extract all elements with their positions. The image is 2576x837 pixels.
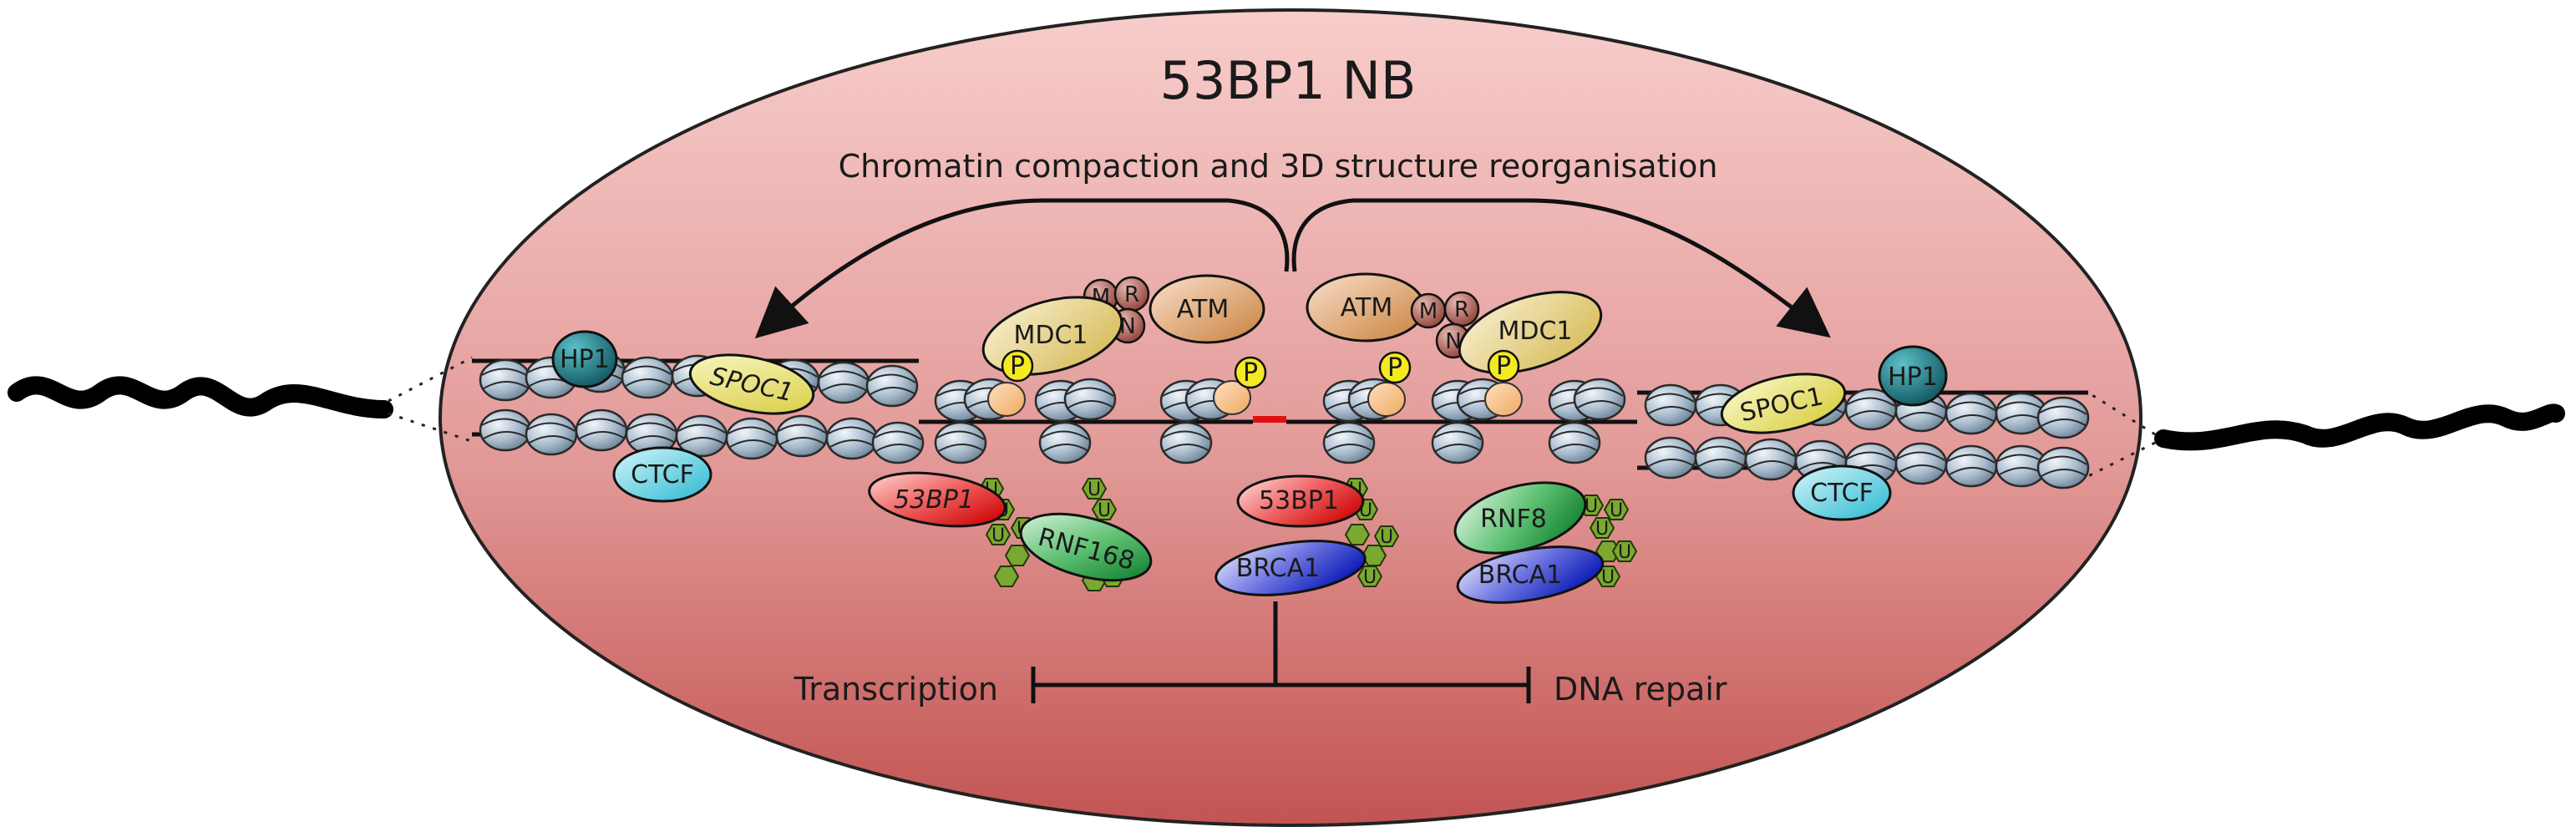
hp1-right: HP1	[1878, 345, 1948, 407]
svg-text:U: U	[1380, 527, 1393, 548]
atm-right: ATM	[1306, 272, 1426, 342]
brca1-right: BRCA1	[1456, 545, 1605, 604]
svg-text:MDC1: MDC1	[1498, 317, 1572, 346]
outcome-transcription: Transcription	[794, 671, 998, 708]
svg-text:U: U	[1618, 542, 1631, 563]
spoc1-right: SPOC1	[1720, 373, 1847, 434]
fiber-connectors	[388, 356, 2156, 478]
svg-text:MDC1: MDC1	[1013, 321, 1088, 350]
spoc1-left: SPOC1	[688, 353, 815, 415]
svg-text:CTCF: CTCF	[631, 460, 694, 490]
svg-text:N: N	[1119, 314, 1135, 339]
svg-text:ATM: ATM	[1177, 295, 1229, 324]
svg-text:RNF8: RNF8	[1480, 505, 1547, 534]
svg-text:P: P	[1243, 358, 1258, 388]
svg-text:P: P	[1010, 352, 1025, 381]
arrow-left	[754, 198, 1290, 339]
ctcf-left: CTCF	[612, 446, 712, 503]
svg-text:U: U	[1595, 519, 1609, 540]
svg-text:U: U	[1088, 479, 1101, 500]
title: 53BP1 NB	[1160, 50, 1417, 111]
hp1-left: HP1	[551, 330, 618, 388]
svg-text:53BP1: 53BP1	[1259, 486, 1339, 515]
atm-left: ATM	[1149, 274, 1265, 344]
svg-text:P: P	[1496, 352, 1511, 381]
arrow-right	[1291, 198, 1831, 338]
modified-histones	[987, 380, 1523, 417]
svg-text:N: N	[1445, 329, 1461, 354]
svg-text:U: U	[1585, 496, 1598, 517]
nuclear-body	[439, 8, 2142, 827]
svg-text:U: U	[1098, 500, 1111, 521]
svg-text:P: P	[1387, 353, 1402, 383]
svg-text:R: R	[1454, 297, 1469, 322]
svg-text:ATM: ATM	[1341, 293, 1392, 322]
svg-text:M: M	[1419, 299, 1438, 324]
phospho-marks: P P P P	[1001, 349, 1520, 389]
svg-text:HP1: HP1	[560, 345, 610, 374]
svg-text:U: U	[1601, 567, 1615, 588]
svg-text:U: U	[1363, 567, 1377, 588]
53bp1-center: 53BP1	[1236, 474, 1365, 528]
svg-text:53BP1: 53BP1	[894, 485, 974, 515]
outcome-bracket	[1031, 601, 1531, 703]
rnf8: RNF8	[1453, 481, 1587, 555]
svg-text:CTCF: CTCF	[1810, 479, 1874, 508]
53bp1-left: 53BP1	[868, 471, 1007, 528]
svg-text:BRCA1: BRCA1	[1478, 561, 1563, 590]
mdc1-left: MDC1	[981, 296, 1123, 376]
svg-text:BRCA1: BRCA1	[1236, 554, 1321, 583]
svg-text:U: U	[1610, 500, 1623, 521]
brca1-center: BRCA1	[1214, 540, 1367, 596]
left-chromatin-fiber	[8, 376, 393, 418]
right-chromatin-fiber	[2154, 403, 2565, 451]
ctcf-right: CTCF	[1792, 464, 1892, 521]
svg-text:R: R	[1124, 282, 1139, 307]
subtitle: Chromatin compaction and 3D structure re…	[839, 148, 1718, 185]
svg-text:HP1: HP1	[1888, 363, 1938, 392]
outcome-dna-repair: DNA repair	[1554, 671, 1727, 708]
svg-text:U: U	[991, 525, 1005, 546]
